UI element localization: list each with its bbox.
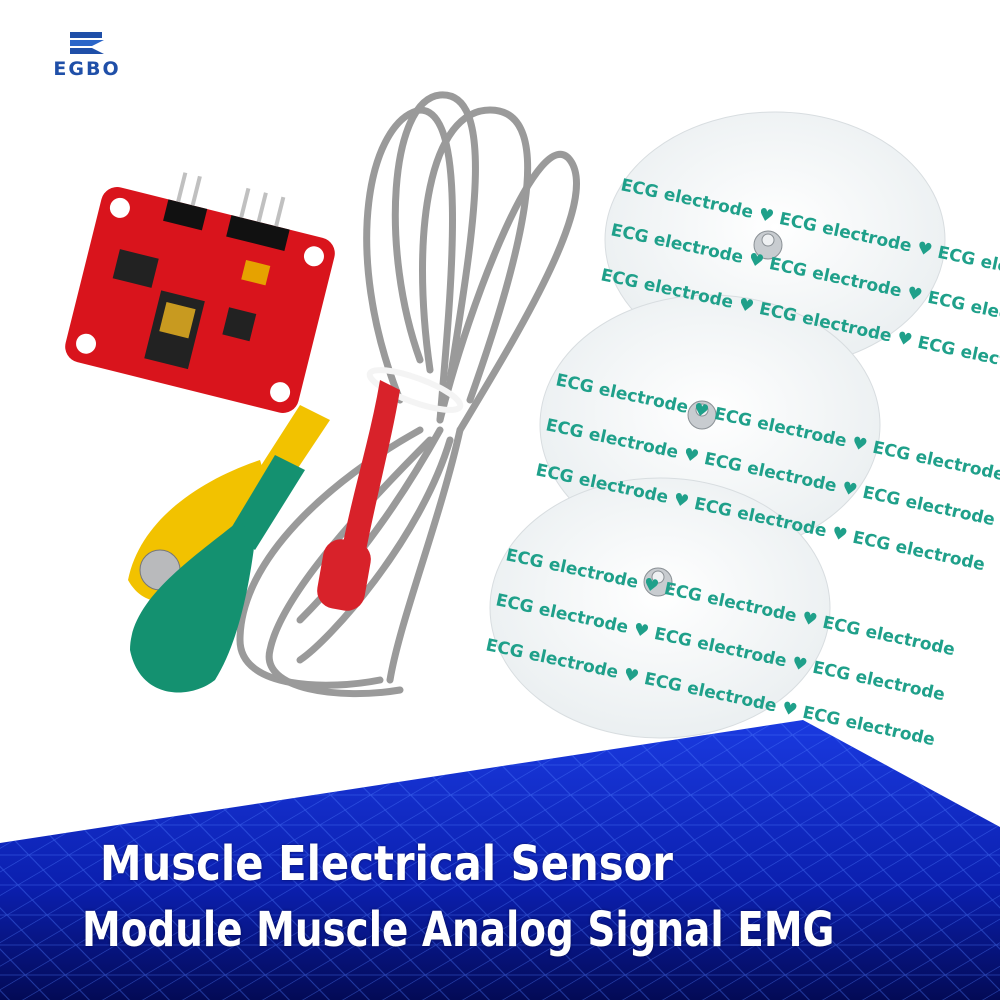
electrode-pad — [489, 477, 831, 739]
cable-tie — [366, 367, 464, 413]
ecg-electrode-pads: ECG electrode ♥ ECG electrode ♥ ECG elec… — [484, 111, 1000, 750]
emg-sensor-module — [65, 172, 335, 413]
blue-banner-background — [0, 720, 1000, 1000]
banner-title-line-2: Module Muscle Analog Signal EMG — [82, 902, 835, 958]
green-snap-lead — [130, 455, 305, 693]
red-snap-lead — [317, 380, 400, 611]
banner-title-line-1: Muscle Electrical Sensor — [100, 836, 673, 892]
logo-text: EGBO — [53, 58, 121, 80]
egbo-logo: EGBO — [42, 30, 132, 80]
egbo-logo-mark — [70, 32, 104, 54]
